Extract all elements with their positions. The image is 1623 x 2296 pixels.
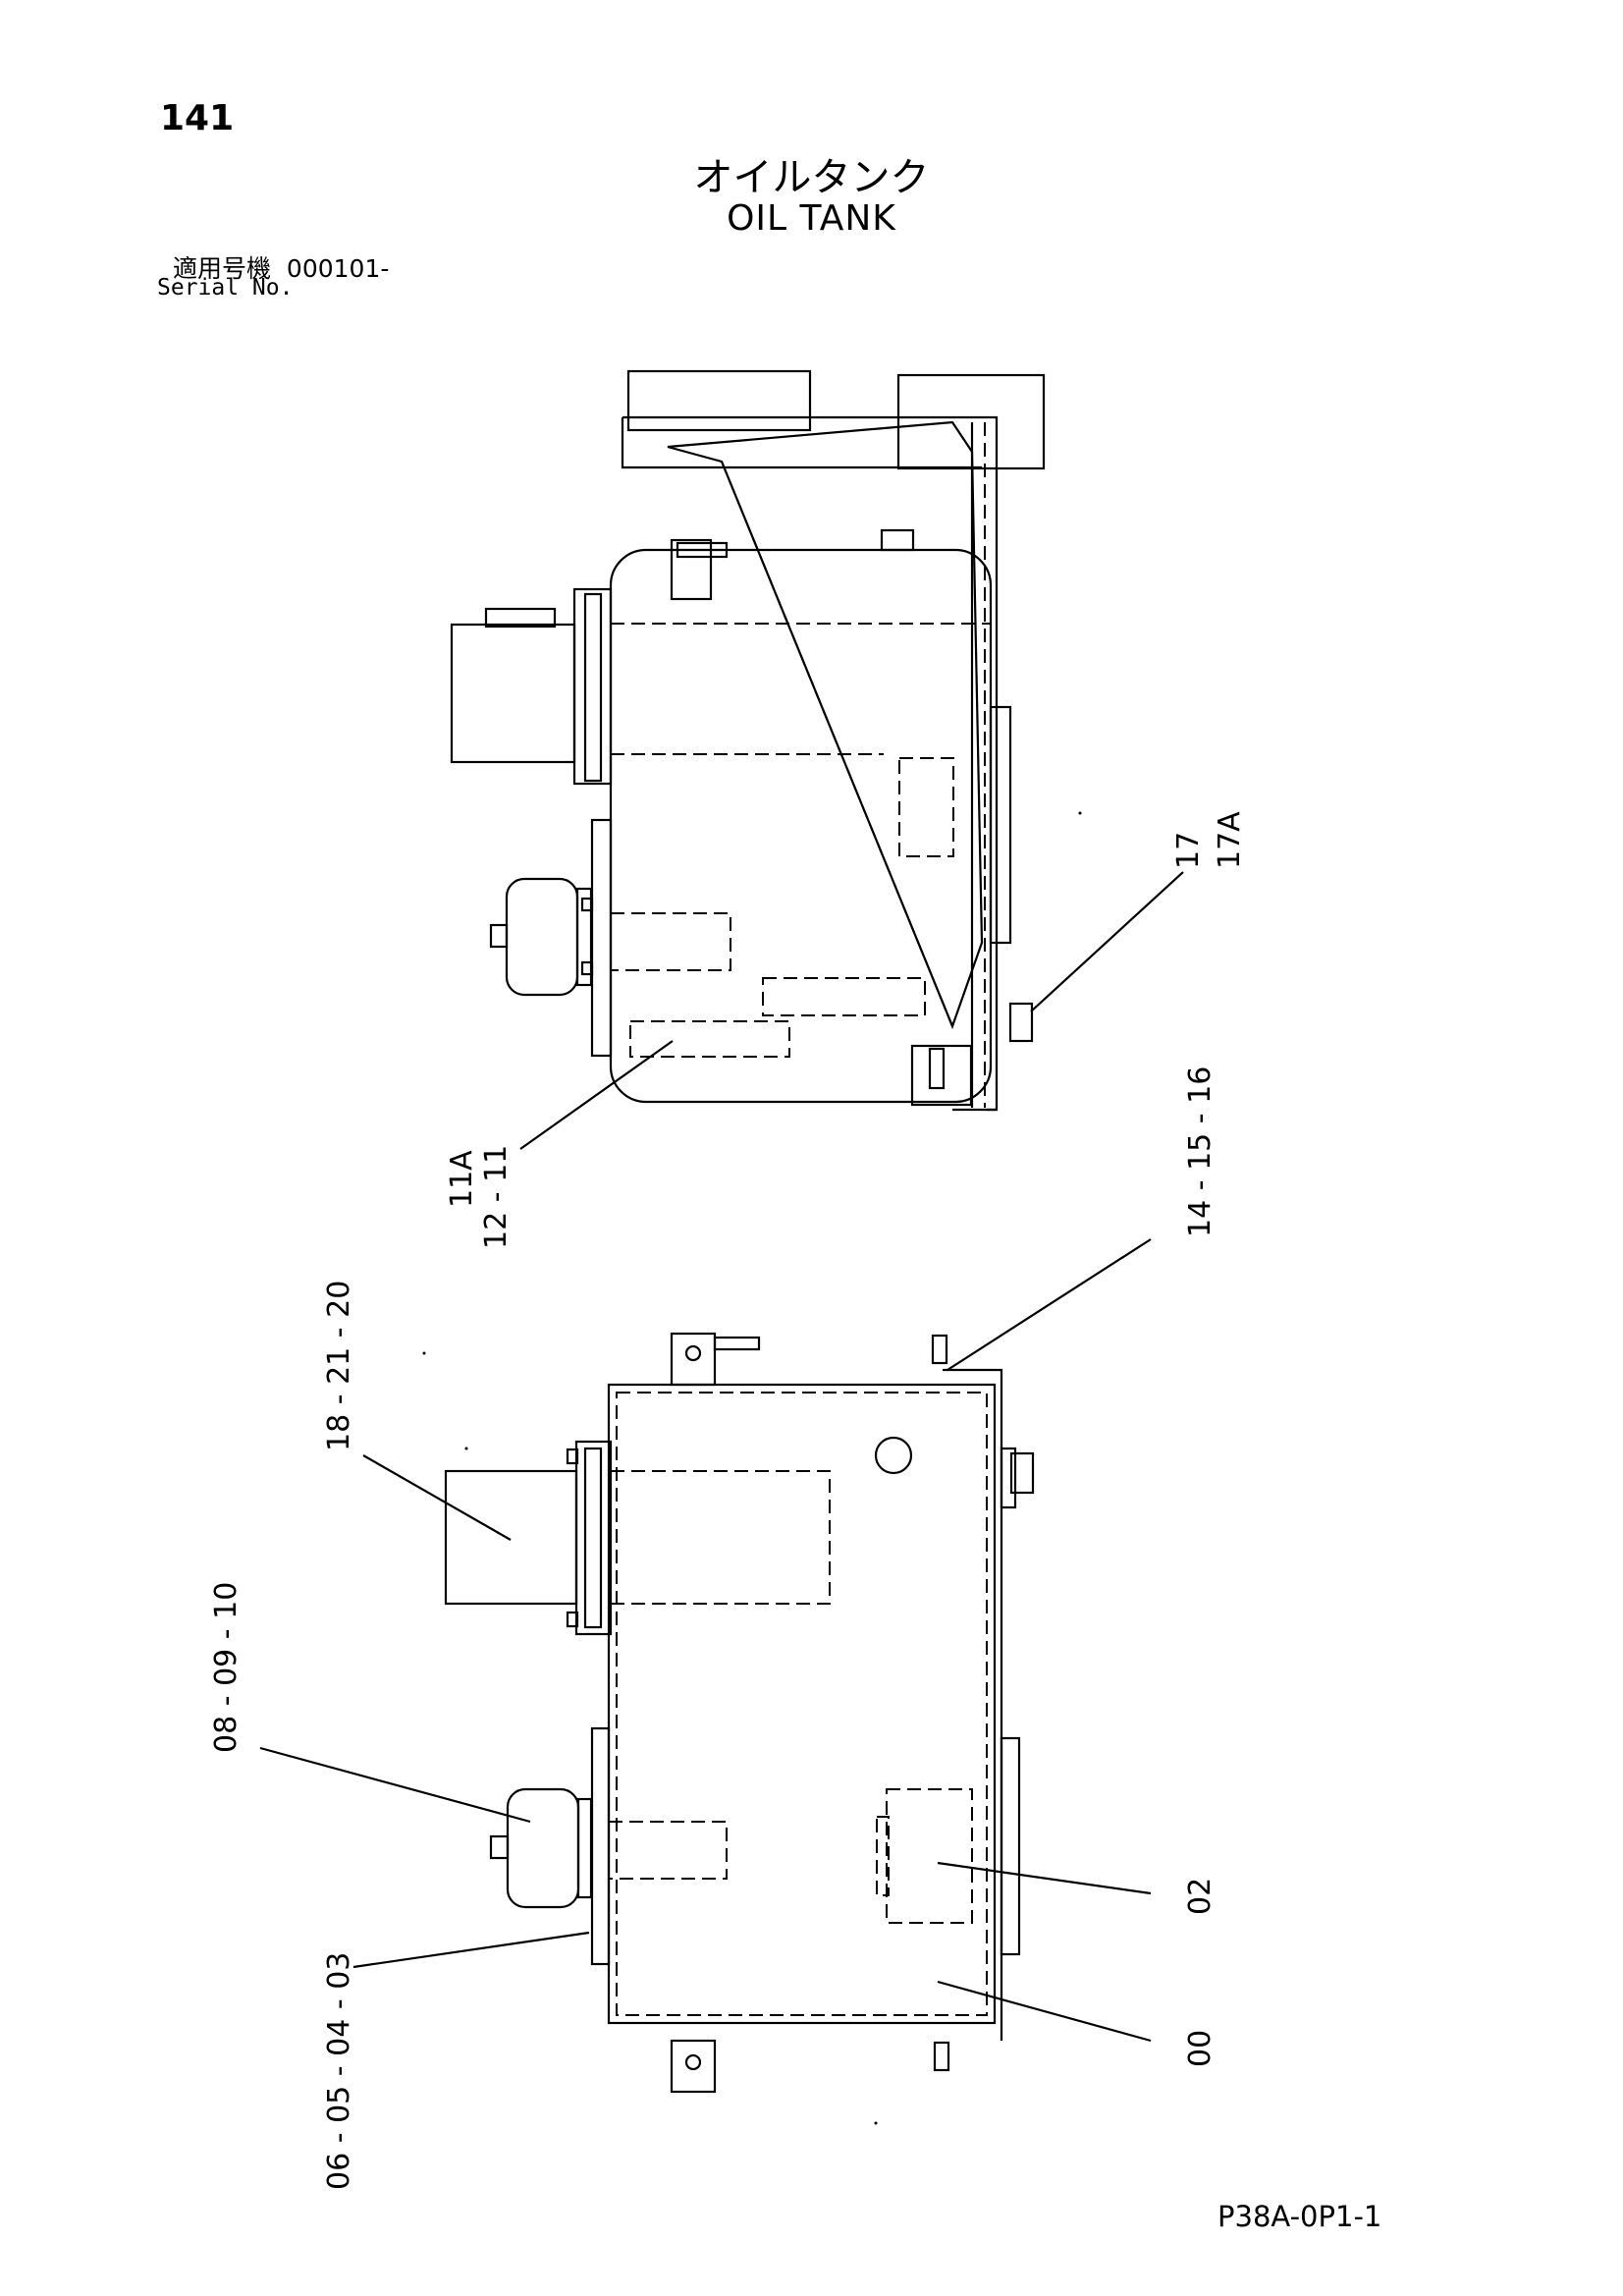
plan-side-plate	[1000, 1736, 1021, 1956]
plan-filter-nut	[489, 1834, 510, 1860]
hidden-pipe-lower	[629, 1020, 790, 1058]
plan-tank-body	[607, 1383, 997, 2025]
callout-17: 17	[1171, 832, 1206, 869]
bottom-clamp-bolt	[928, 1047, 946, 1090]
drain-plug	[1008, 1002, 1034, 1043]
plan-filter-hidden	[608, 1821, 728, 1880]
callout-17a: 17A	[1213, 811, 1247, 869]
serial-label-english: Serial No.	[157, 275, 294, 301]
callout-14-15-16: 14 - 15 - 16	[1183, 1066, 1217, 1237]
serial-value: 000101-	[286, 254, 390, 283]
callout-00: 00	[1183, 2030, 1217, 2067]
scan-speck	[464, 1447, 468, 1450]
plan-suction-flange-inner	[583, 1447, 603, 1629]
frame-top-edge	[621, 417, 982, 469]
plan-internal-box	[886, 1788, 973, 1924]
callout-02: 02	[1183, 1878, 1217, 1915]
tank-body	[609, 548, 993, 1104]
leader-17	[1030, 871, 1184, 1012]
plan-clamp-bottom	[670, 2039, 717, 2094]
callout-11a: 11A	[445, 1150, 479, 1208]
leader-00	[937, 1980, 1152, 2043]
top-bracket-left	[626, 369, 812, 432]
suction-unit	[450, 623, 576, 764]
filter-nut	[489, 923, 509, 949]
filter-body	[505, 877, 579, 997]
plan-left-plate	[590, 1726, 611, 1966]
leader-02	[937, 1861, 1152, 1895]
filter-bolt-top	[580, 897, 594, 912]
title-japanese: オイルタンク	[693, 155, 930, 200]
plan-filter-body	[506, 1787, 580, 1909]
leader-08-09-10	[259, 1746, 531, 1824]
suction-unit-cap	[484, 607, 557, 629]
leader-18-21-20	[362, 1454, 512, 1541]
callout-12-11: 12 - 11	[479, 1145, 514, 1249]
plan-clamp-bottom-hole	[684, 2053, 702, 2071]
plan-suction-flange	[574, 1440, 613, 1636]
hidden-pipe-right	[762, 977, 926, 1016]
plan-filter-flange	[576, 1797, 593, 1899]
plan-clamp-top	[670, 1332, 717, 1387]
top-clamp	[670, 538, 713, 601]
plan-tank-inner	[616, 1392, 988, 2016]
plan-bolt-bottom-right	[933, 2041, 950, 2072]
suction-flange-inner	[583, 592, 603, 783]
leader-06-05-04-03	[352, 1931, 590, 1969]
frame-outline	[622, 415, 999, 1112]
callout-06-05-04-03: 06 - 05 - 04 - 03	[322, 1952, 356, 2190]
callout-18-21-20: 18 - 21 - 20	[322, 1281, 356, 1451]
plan-suction-hidden	[610, 1470, 831, 1605]
title-english: OIL TANK	[727, 198, 896, 239]
leader-12-11	[519, 1040, 674, 1150]
plan-internal-box-tab	[876, 1816, 890, 1896]
hidden-pipe-upper	[610, 912, 731, 971]
plan-frame-right	[943, 1368, 1003, 2041]
bottom-clamp	[910, 1044, 973, 1107]
plan-clamp-top-bolt	[713, 1336, 761, 1351]
serial-line: 適用号機 000101-	[173, 249, 389, 285]
side-plate-right	[989, 705, 1012, 945]
scan-speck	[422, 1351, 426, 1355]
callout-08-09-10: 08 - 09 - 10	[209, 1582, 243, 1753]
filler-cap	[874, 1436, 913, 1475]
plan-suction-bolt-top	[566, 1448, 579, 1465]
plan-bolt-top-right	[931, 1334, 948, 1365]
drawing-code: P38A-0P1-1	[1217, 2200, 1382, 2233]
plan-suction-unit	[444, 1469, 578, 1606]
tank-hidden-box	[898, 757, 954, 857]
leader-14-15-16	[947, 1238, 1152, 1371]
plan-side-tab	[1000, 1447, 1017, 1509]
plan-clamp-top-hole	[684, 1344, 702, 1362]
scan-speck	[1078, 811, 1082, 815]
tank-plan-view	[444, 1332, 1035, 2094]
suction-flange	[572, 587, 613, 786]
plan-suction-bolt-bottom	[566, 1611, 579, 1628]
left-plate	[590, 818, 613, 1058]
serial-label-japanese: 適用号機	[173, 254, 272, 283]
filter-bolt-bottom	[580, 960, 594, 976]
top-fitting	[880, 528, 915, 552]
page-number: 141	[160, 98, 235, 138]
plan-drain-plug	[1009, 1451, 1035, 1495]
tank-side-view	[450, 369, 1046, 1112]
top-clamp-bolt	[676, 541, 729, 559]
filter-flange	[575, 887, 593, 987]
scan-speck	[874, 2121, 878, 2125]
diagonal-strap	[667, 420, 984, 1030]
strap-hidden-edge	[721, 461, 953, 1027]
